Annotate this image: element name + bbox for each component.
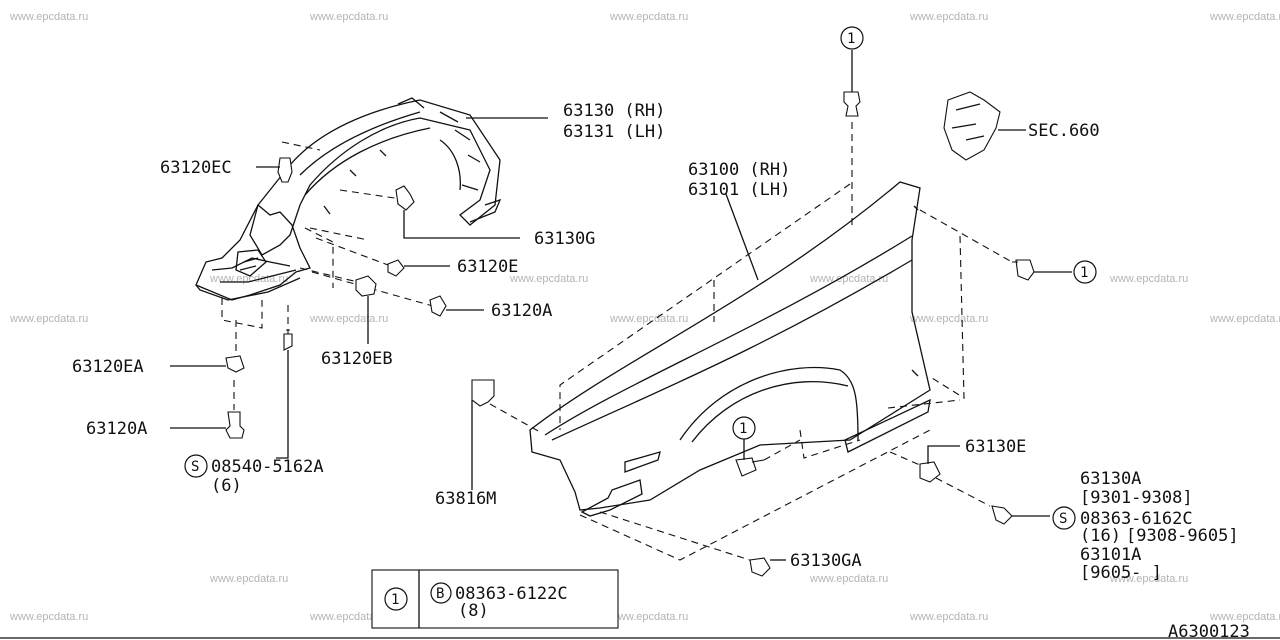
label-08540: 08540-5162A [211,457,324,477]
label-63120ec: 63120EC [160,158,232,178]
watermark: www.epcdata.ru [1109,273,1188,285]
legend-frame [371,569,619,629]
label-63101: 63101 (LH) [688,180,790,200]
leader-dashes-right [489,122,1013,563]
standard-part-symbol [1052,506,1076,530]
standard-part-symbol [184,454,208,478]
callout-circle [840,26,864,50]
bracket-sec660-icon [943,91,1001,161]
callout-number: 1 [1080,265,1088,281]
symbol-b: B [436,586,444,602]
label-63130: 63130 (RH) [563,101,665,121]
watermark: www.epcdata.ru [909,611,988,623]
bolt-symbol [430,582,452,604]
screw-08540-icon [283,329,293,351]
callout-circle [1073,260,1097,284]
label-63130a: 63130A [1080,469,1141,489]
label-63130a-range: [9301-9308] [1080,488,1193,508]
watermark: www.epcdata.ru [9,611,88,623]
grommet-63130e-icon [919,461,941,483]
part-labels: 63130 (RH) 63131 (LH) 63120EC 63130G 631… [72,101,1239,583]
label-63130e: 63130E [965,437,1026,457]
label-08363-range: [9308-9605] [1126,526,1239,546]
legend-quantity: (8) [458,601,489,621]
watermark: www.epcdata.ru [309,11,388,23]
watermark: www.epcdata.ru [9,313,88,325]
grommet-63120eb-icon [355,275,377,297]
clip-63130g-icon [395,185,415,211]
screw-08363-icon [991,505,1013,525]
label-63120a-bottom: 63120A [86,419,147,439]
watermark: www.epcdata.ru [1209,611,1280,623]
nut-63120ea-icon [225,355,245,373]
watermark: www.epcdata.ru [909,313,988,325]
label-08540-qty: (6) [211,476,242,496]
label-08363-qty: (16) [1080,526,1121,546]
clip-63120a-bottom-icon [225,411,245,439]
label-63101a-range: [9605- ] [1080,563,1162,583]
label-sec660: SEC.660 [1028,121,1100,141]
label-08363: 08363-6162C [1080,509,1193,529]
clip-63120ec-icon [277,157,293,183]
label-63131: 63131 (LH) [563,122,665,142]
watermark: www.epcdata.ru [1209,11,1280,23]
bolt-wheel-arch-icon [735,457,765,477]
watermark: www.epcdata.ru [309,313,388,325]
label-63130ga: 63130GA [790,551,862,571]
watermark: www.epcdata.ru [909,11,988,23]
callout-number: 1 [847,31,855,47]
watermark: www.epcdata.ru [209,573,288,585]
drawing-code: A6300123 [1168,622,1250,640]
legend-key: 1 [391,592,399,608]
watermark: www.epcdata.ru [9,11,88,23]
clip-63120a-icon [429,295,447,317]
leader-dashes-left [221,141,441,410]
watermark: www.epcdata.ru [609,313,688,325]
watermark: www.epcdata.ru [509,273,588,285]
label-63100: 63100 (RH) [688,160,790,180]
label-63120eb: 63120EB [321,349,393,369]
legend-part-number: 08363-6122C [455,584,568,604]
watermark: www.epcdata.ru [1109,573,1188,585]
fastener-legend: 1 B 08363-6122C (8) [371,569,619,629]
watermark: www.epcdata.ru [809,573,888,585]
label-63120ea: 63120EA [72,357,144,377]
symbol-s: S [191,459,199,475]
watermark: www.epcdata.ru [609,611,688,623]
bolt-top-icon [843,91,861,117]
bolt-right-icon [1012,259,1035,281]
callout-circle [732,416,756,440]
front-fender-drawing [529,181,931,517]
leaders-left [170,117,548,459]
label-63120a-top: 63120A [491,301,552,321]
watermark: www.epcdata.ru [809,273,888,285]
label-63101a: 63101A [1080,545,1141,565]
bracket-63816m-icon [471,379,495,407]
watermark: www.epcdata.ru [609,11,688,23]
legend-key-circle [384,587,408,611]
clip-63120e-icon [387,259,405,277]
leaders-right [471,50,1072,561]
callout-number: 1 [739,421,747,437]
symbol-s: S [1059,511,1067,527]
watermark: www.epcdata.ru [1209,313,1280,325]
watermark: www.epcdata.ru [309,611,388,623]
callout-markers: 1 1 1 S S [184,26,1097,530]
label-63130g: 63130G [534,229,595,249]
label-63120e: 63120E [457,257,518,277]
label-63816m: 63816M [435,489,496,509]
fasteners-left [225,157,447,439]
fender-liner-drawing [195,97,502,301]
clip-63130ga-icon [749,557,771,577]
